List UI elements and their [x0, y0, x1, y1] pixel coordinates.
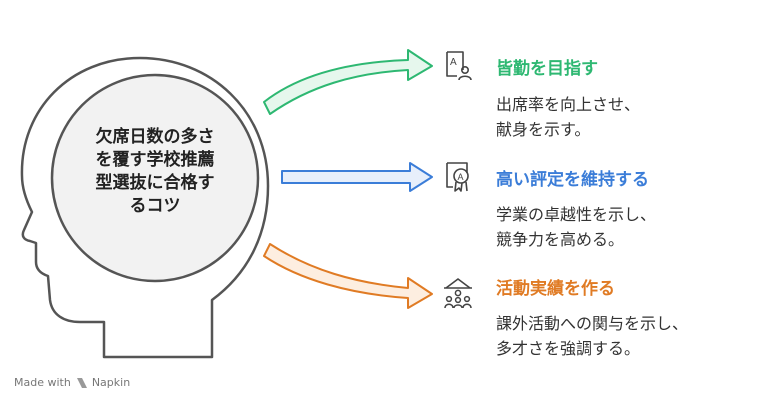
svg-text:A: A — [450, 57, 457, 68]
attendance-badge-icon: A — [446, 51, 472, 81]
item-desc-attendance: 出席率を向上させ、 献身を示す。 — [496, 92, 640, 142]
community-group-icon — [444, 278, 472, 309]
arrow-straight-blue — [281, 162, 433, 192]
footer-brand: Napkin — [91, 376, 131, 389]
svg-text:A: A — [458, 172, 464, 182]
item-desc-activities: 課外活動への関与を示し、 多才さを強調する。 — [496, 311, 688, 361]
center-title-line: 型選抜に合格す — [95, 173, 215, 193]
center-title: 欠席日数の多さ を覆す学校推薦 型選抜に合格す るコツ — [75, 126, 235, 218]
arrow-up-green — [263, 49, 433, 115]
item-desc-line: 課外活動への関与を示し、 — [496, 314, 689, 333]
item-desc-line: 献身を示す。 — [496, 120, 591, 139]
center-title-line: るコツ — [129, 196, 181, 216]
item-desc-grades: 学業の卓越性を示し、 競争力を高める。 — [496, 202, 656, 252]
napkin-logo-icon — [76, 377, 87, 388]
item-title-activities: 活動実績を作る — [496, 279, 615, 299]
item-desc-line: 多才さを強調する。 — [496, 339, 641, 358]
arrow-down-orange — [263, 243, 433, 309]
center-title-line: を覆す学校推薦 — [95, 150, 215, 170]
center-title-line: 欠席日数の多さ — [95, 127, 215, 147]
item-desc-line: 学業の卓越性を示し、 — [496, 205, 657, 224]
item-title-attendance: 皆勤を目指す — [496, 59, 598, 79]
item-desc-line: 競争力を高める。 — [496, 230, 625, 249]
item-title-grades: 高い評定を維持する — [496, 170, 649, 190]
award-certificate-icon: A — [446, 162, 469, 192]
item-desc-line: 出席率を向上させ、 — [496, 95, 641, 114]
footer-made-with: Made with Napkin — [14, 376, 130, 389]
center-circle — [50, 73, 260, 283]
footer-made-with-label: Made with — [14, 376, 71, 389]
